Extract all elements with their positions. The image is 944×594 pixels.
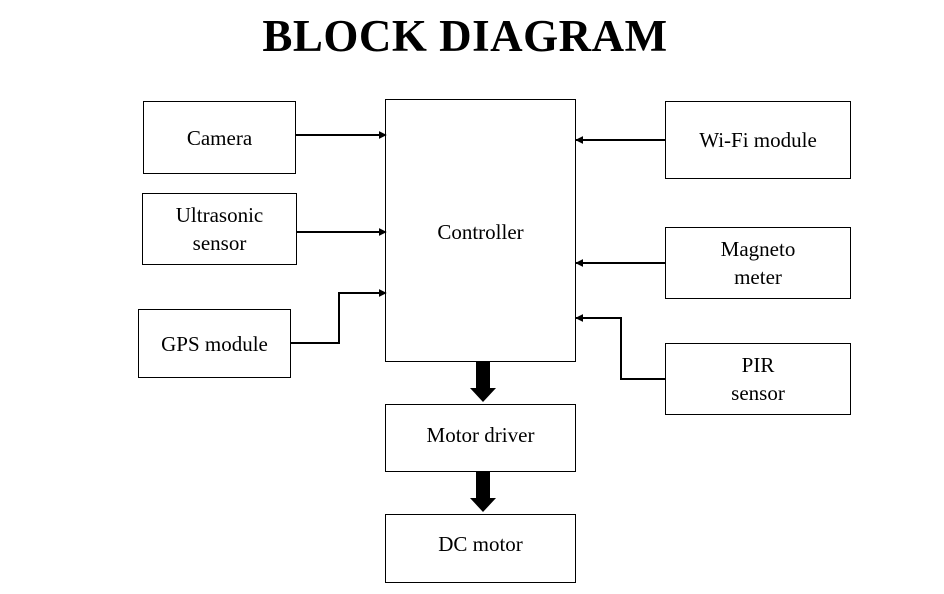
gps-module-block: GPS module	[138, 309, 291, 378]
dc-motor-label: DC motor	[438, 532, 523, 556]
camera-label: Camera	[186, 125, 253, 150]
controller-block: Controller	[385, 99, 576, 362]
motor-driver-label: Motor driver	[426, 423, 535, 447]
ultrasonic-sensor-label: Ultrasonic sensor	[175, 203, 264, 255]
motor-driver-to-dc-motor-arrow	[470, 472, 496, 512]
camera-block: Camera	[143, 101, 296, 174]
pir-to-controller-arrow	[575, 314, 665, 380]
gps-module-label: GPS module	[161, 331, 268, 356]
wifi-module-label: Wi-Fi module	[699, 128, 817, 152]
controller-label: Controller	[437, 220, 524, 244]
gps-to-controller-arrow	[291, 289, 387, 344]
pir-sensor-label: PIR sensor	[731, 353, 785, 405]
dc-motor-block: DC motor	[385, 514, 576, 583]
controller-to-motor-driver-arrow	[470, 362, 496, 402]
pir-sensor-block: PIR sensor	[665, 343, 851, 415]
ultrasonic-sensor-block: Ultrasonic sensor	[142, 193, 297, 265]
diagram-title: BLOCK DIAGRAM	[262, 11, 668, 61]
motor-driver-block: Motor driver	[385, 404, 576, 472]
magnetometer-label: Magneto meter	[720, 237, 796, 289]
magnetometer-block: Magneto meter	[665, 227, 851, 299]
wifi-module-block: Wi-Fi module	[665, 101, 851, 179]
